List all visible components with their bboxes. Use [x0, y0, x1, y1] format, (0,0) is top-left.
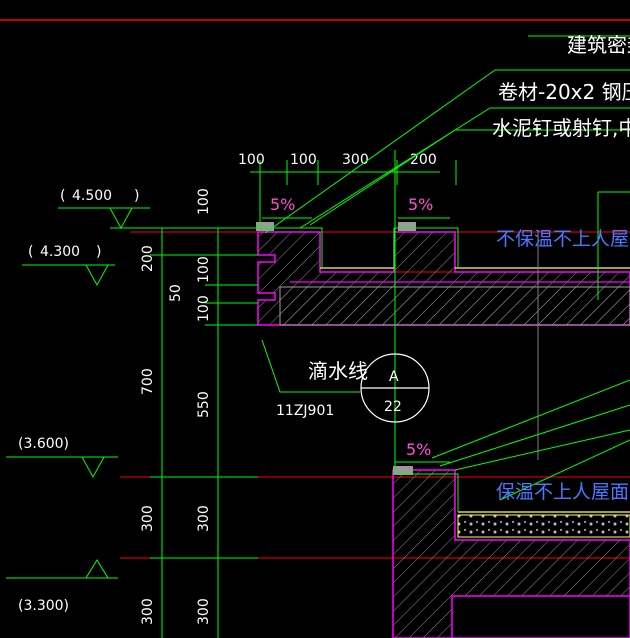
dim-v-outer-2: 50: [168, 284, 184, 302]
slope-label-1: 5%: [270, 195, 295, 214]
elevation-value-2: 4.300: [40, 244, 80, 260]
leader-lines: [261, 35, 630, 501]
dim-v-outer-3: 700: [140, 368, 156, 395]
dim-top-2: 100: [290, 152, 317, 168]
slope-arrow-2: 5%: [398, 195, 450, 219]
dim-v-outer-4: 300: [140, 505, 156, 532]
elevation-value-1: 4.500: [72, 188, 112, 204]
annotation-material: 卷材-20x2 钢压: [498, 80, 630, 104]
dim-v-inner-5: 300: [196, 505, 212, 532]
dim-v-inner-1: 100: [196, 188, 212, 215]
left-dim-labels: 100 200 100 50 100 700 550 300 300 300 3…: [140, 188, 212, 625]
elevation-marker-1: ( 4.500 ): [58, 188, 150, 230]
dim-top-4: 200: [410, 152, 437, 168]
elevation-value-3: (3.600): [18, 436, 69, 452]
dim-v-inner-4: 550: [196, 391, 212, 418]
svg-text:): ): [134, 188, 139, 204]
annotation-ref-code: 11ZJ901: [276, 403, 334, 419]
svg-text:(: (: [60, 188, 65, 204]
annotation-nail: 水泥钉或射钉,中: [492, 116, 630, 140]
upper-roof-section: [256, 222, 630, 326]
slope-label-3: 5%: [406, 440, 431, 459]
dim-top-1: 100: [238, 152, 265, 168]
roof-label-bottom: 保温不上人屋面: [496, 481, 629, 503]
dim-v-inner-2: 100: [196, 256, 212, 283]
dim-v-outer-1: 200: [140, 245, 156, 272]
slope-arrow-1: 5%: [262, 195, 312, 219]
slope-arrow-3: 5%: [395, 440, 450, 463]
left-dimension-lines: [110, 227, 258, 638]
svg-text:(: (: [28, 244, 33, 260]
detail-number: 22: [384, 399, 402, 415]
dim-v-outer-5: 300: [140, 598, 156, 625]
annotation-drip: 滴水线: [308, 359, 368, 383]
elevation-marker-3: (3.600): [6, 436, 118, 479]
roof-label-top: 不保温不上人屋面: [496, 228, 630, 250]
elevation-marker-4: (3.300): [6, 559, 118, 614]
detail-letter: A: [389, 369, 399, 385]
dim-v-inner-6: 300: [196, 598, 212, 625]
annotation-title: 建筑密封: [567, 33, 630, 57]
elevation-value-4: (3.300): [18, 598, 69, 614]
elevation-marker-2: ( 4.300 ): [22, 244, 115, 287]
dim-top-3: 300: [342, 152, 369, 168]
svg-text:): ): [96, 244, 101, 260]
slope-label-2: 5%: [408, 195, 433, 214]
detail-reference: A 22: [360, 353, 430, 423]
dim-v-inner-3: 100: [196, 295, 212, 322]
top-dimension-chain: [250, 160, 457, 230]
